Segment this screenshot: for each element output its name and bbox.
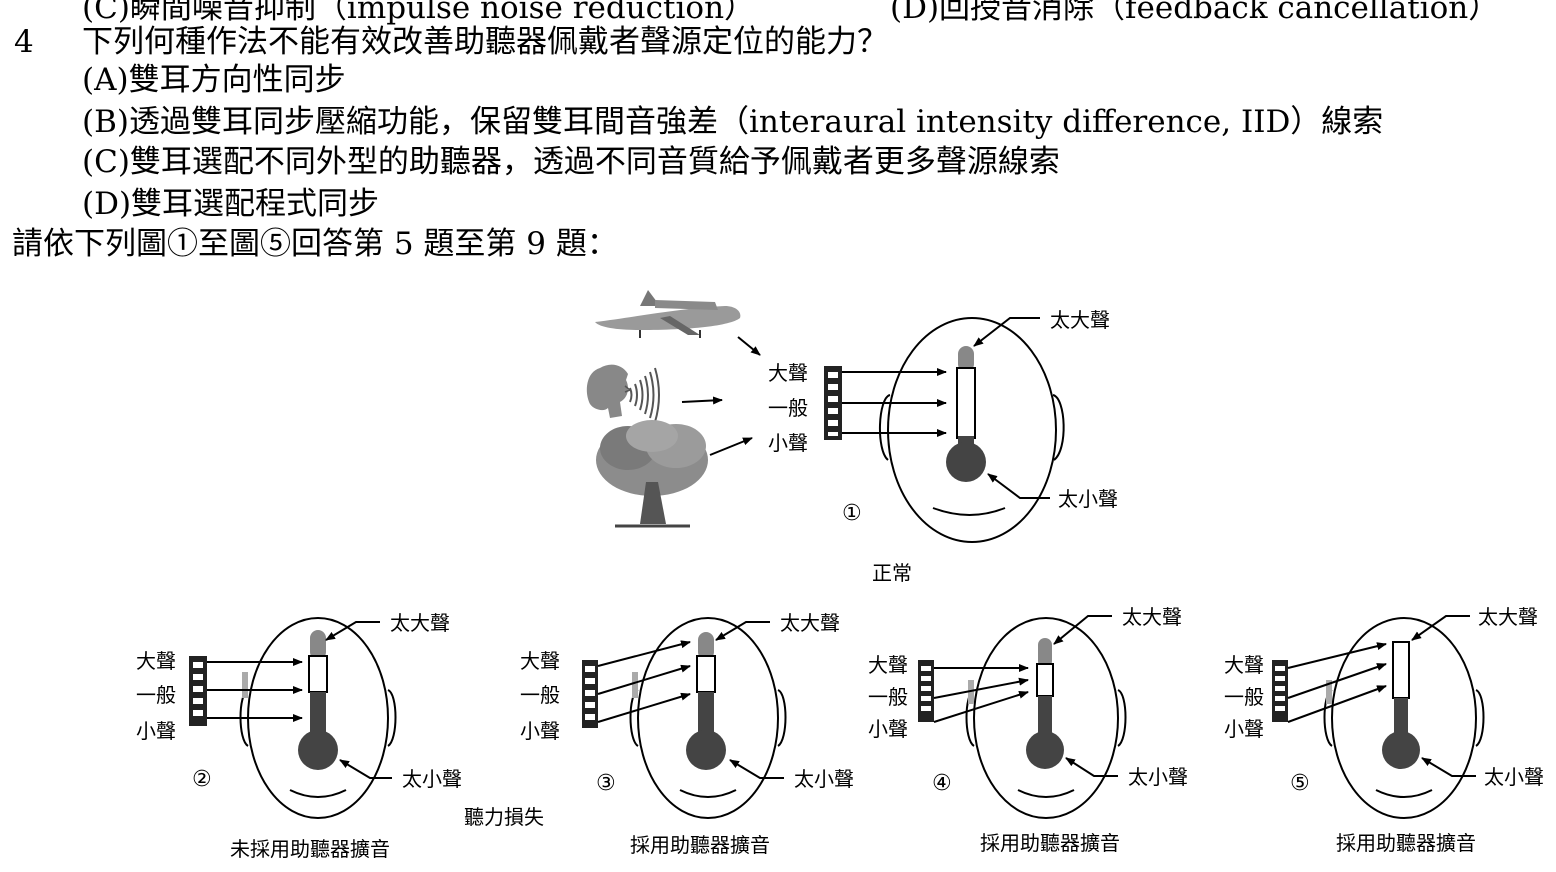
fig2-label-too-soft: 太小聲 (402, 767, 462, 791)
question-number: 4 (14, 24, 34, 60)
hearing-loss-label: 聽力損失 (464, 805, 544, 829)
fig5-label-normal: 一般 (1224, 685, 1264, 709)
fig3-label-soft: 小聲 (520, 719, 560, 743)
fig2-caption: 未採用助聽器擴音 (230, 837, 390, 861)
fig3-caption: 採用助聽器擴音 (630, 833, 770, 857)
fig3-number: ③ (596, 771, 616, 796)
option-c: (C)雙耳選配不同外型的助聽器，透過不同音質給予佩戴者更多聲源線索 (82, 144, 1060, 180)
fig2-label-loud: 大聲 (136, 649, 176, 673)
fig5-label-too-soft: 太小聲 (1484, 765, 1544, 789)
fig4-label-soft: 小聲 (868, 717, 908, 741)
fig4-label-normal: 一般 (868, 685, 908, 709)
fig2-label-soft: 小聲 (136, 719, 176, 743)
fig4-label-too-soft: 太小聲 (1128, 765, 1188, 789)
fig1-label-soft: 小聲 (768, 431, 808, 455)
tree-icon (596, 420, 708, 528)
fig3-label-too-loud: 太大聲 (780, 611, 840, 635)
fig1-label-too-loud: 太大聲 (1050, 308, 1110, 332)
figure-3: 大聲 一般 小聲 太大聲 太小聲 ③ 採用助聽器擴音 (520, 611, 854, 857)
fig2-label-normal: 一般 (136, 683, 176, 707)
fig3-label-normal: 一般 (520, 683, 560, 707)
fig1-label-loud: 大聲 (768, 361, 808, 385)
option-d: (D)雙耳選配程式同步 (82, 186, 380, 222)
fig3-label-too-soft: 太小聲 (794, 767, 854, 791)
fig3-label-loud: 大聲 (520, 649, 560, 673)
fig1-caption: 正常 (872, 561, 912, 585)
option-a: (A)雙耳方向性同步 (82, 62, 346, 98)
fig4-number: ④ (932, 771, 952, 796)
option-c-clipped: (C)瞬間噪音抑制（impulse noise reduction） (82, 0, 756, 26)
figure-2: 大聲 一般 小聲 太大聲 太小聲 ② 未採用助聽器擴音 (136, 611, 462, 861)
fig4-caption: 採用助聽器擴音 (980, 831, 1120, 855)
instruction-text: 請依下列圖①至圖⑤回答第 5 題至第 9 題： (12, 226, 618, 262)
fig4-label-too-loud: 太大聲 (1122, 605, 1182, 629)
fig1-label-too-soft: 太小聲 (1058, 487, 1118, 511)
speaking-person-icon (586, 364, 660, 423)
figure-1-normal: 大聲 一般 小聲 太大聲 太小聲 ① 正常 (586, 290, 1118, 585)
fig5-label-too-loud: 太大聲 (1478, 605, 1538, 629)
option-b: (B)透過雙耳同步壓縮功能，保留雙耳間音強差（interaural intens… (82, 104, 1384, 140)
fig5-number: ⑤ (1290, 771, 1310, 796)
fig4-label-loud: 大聲 (868, 653, 908, 677)
figure-4: 大聲 一般 小聲 太大聲 太小聲 ④ 採用助聽器擴音 (868, 605, 1188, 855)
fig2-number: ② (192, 767, 212, 792)
fig5-label-loud: 大聲 (1224, 653, 1264, 677)
fig1-number: ① (842, 501, 862, 526)
option-d-clipped: (D)回授音消除（feedback cancellation） (890, 0, 1500, 26)
fig5-label-soft: 小聲 (1224, 717, 1264, 741)
airplane-icon (595, 290, 741, 338)
fig1-label-normal: 一般 (768, 396, 808, 420)
question-text: 下列何種作法不能有效改善助聽器佩戴者聲源定位的能力？ (82, 24, 888, 60)
fig5-caption: 採用助聽器擴音 (1336, 831, 1476, 855)
fig2-label-too-loud: 太大聲 (390, 611, 450, 635)
figure-5: 大聲 一般 小聲 太大聲 太小聲 ⑤ 採用助聽器擴音 (1224, 605, 1544, 855)
